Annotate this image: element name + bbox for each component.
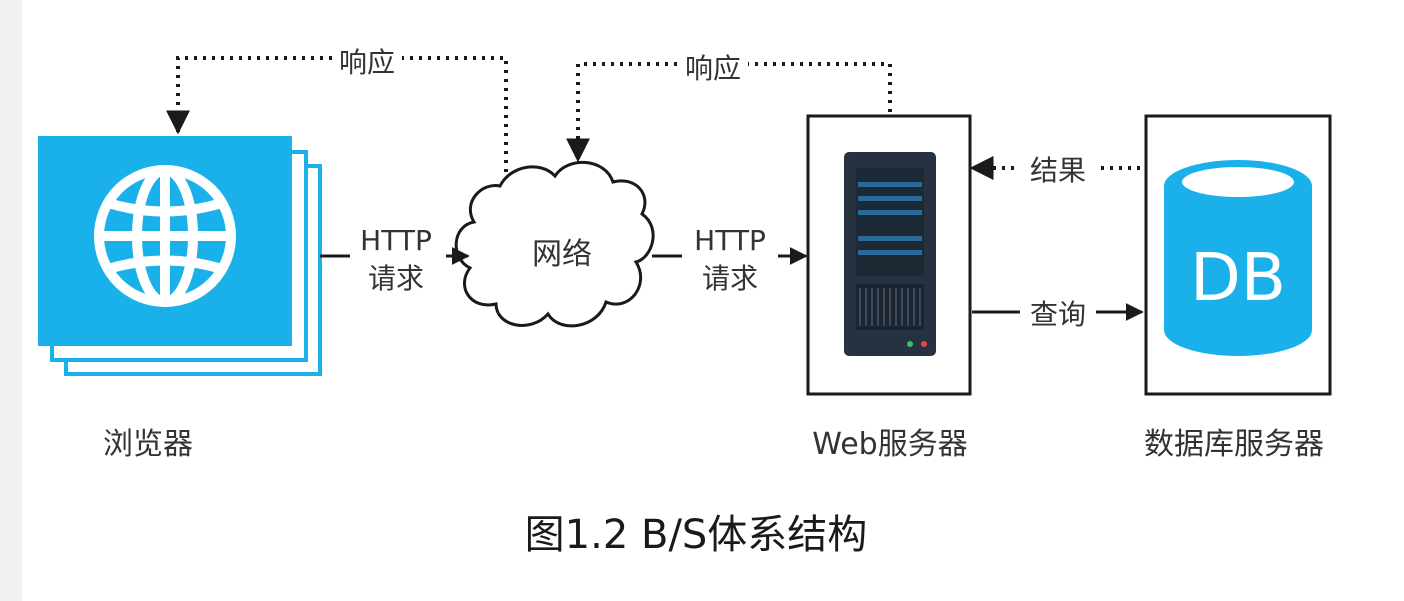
response-label-1: 响应 — [339, 46, 395, 79]
web-server-label: Web服务器 — [812, 427, 967, 462]
database-icon — [1164, 160, 1312, 356]
request-label-1-line2: 请求 — [368, 262, 424, 295]
request-label-2-line1: HTTP — [694, 224, 766, 257]
result-label: 结果 — [1030, 154, 1086, 187]
request-label-1-line1: HTTP — [360, 224, 432, 257]
request-label-2-line2: 请求 — [702, 262, 758, 295]
server-rack-icon — [844, 152, 936, 356]
browser-label: 浏览器 — [103, 427, 193, 462]
browser-node — [38, 136, 322, 376]
response-label-2: 响应 — [685, 52, 741, 85]
network-label: 网络 — [532, 237, 592, 272]
globe-icon — [94, 165, 236, 307]
query-label: 查询 — [1030, 298, 1086, 331]
db-server-node: DB — [1144, 114, 1332, 396]
response-arrow-2 — [566, 62, 892, 163]
figure-caption: 图1.2 B/S体系结构 — [525, 512, 868, 558]
db-server-label: 数据库服务器 — [1144, 427, 1324, 462]
web-server-node — [806, 114, 972, 396]
left-margin-strip — [0, 0, 22, 601]
db-icon-text: DB — [1190, 239, 1286, 316]
response-arrow-1 — [166, 56, 508, 172]
